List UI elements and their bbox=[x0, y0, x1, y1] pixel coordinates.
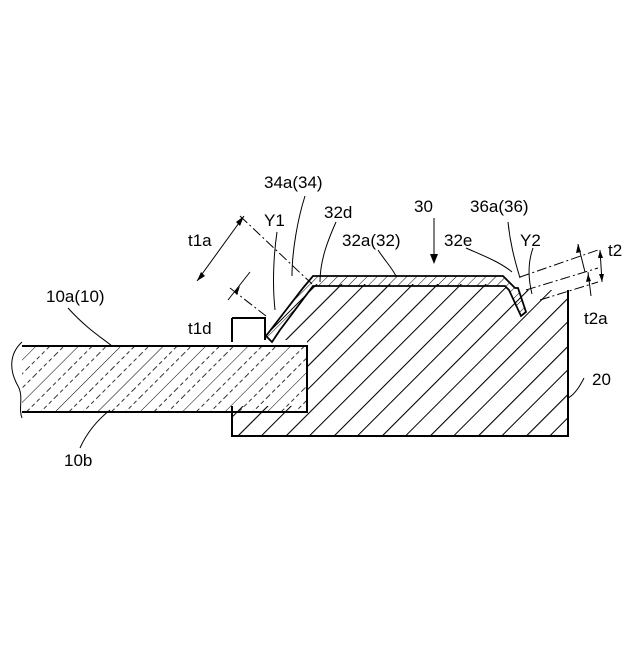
glass-substrate bbox=[12, 342, 307, 418]
label-t1a: t1a bbox=[188, 231, 212, 250]
label-34a: 34a(34) bbox=[264, 173, 323, 192]
label-t1d: t1d bbox=[188, 319, 212, 338]
label-frame: 20 bbox=[592, 370, 611, 389]
label-film: 30 bbox=[414, 197, 433, 216]
label-32d: 32d bbox=[324, 203, 352, 222]
label-32e: 32e bbox=[444, 231, 472, 250]
label-32a: 32a(32) bbox=[342, 231, 401, 250]
label-36a: 36a(36) bbox=[470, 197, 529, 216]
label-y2: Y2 bbox=[520, 231, 541, 250]
label-substrate: 10a(10) bbox=[46, 287, 105, 306]
label-y1: Y1 bbox=[264, 211, 285, 230]
label-t2a: t2a bbox=[584, 309, 608, 328]
break-line bbox=[12, 342, 22, 418]
dimension-t1d bbox=[228, 272, 250, 300]
label-t2: t2 bbox=[608, 241, 622, 260]
label-substrate-bottom: 10b bbox=[64, 451, 92, 470]
